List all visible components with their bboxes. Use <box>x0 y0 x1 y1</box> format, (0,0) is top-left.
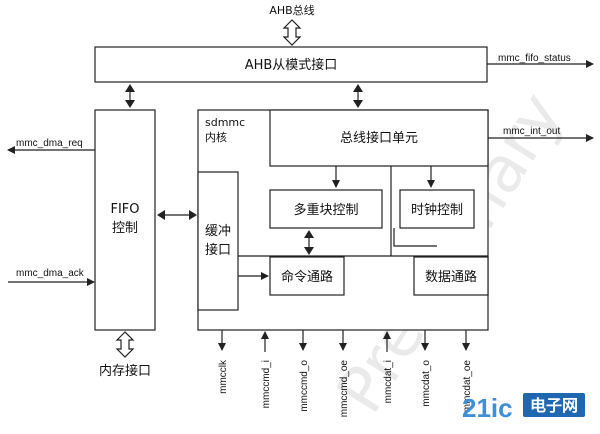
signal-label-mmccmd_oe: mmccmd_oe <box>339 360 350 418</box>
fifo-status-signal: mmc_fifo_status <box>498 53 571 64</box>
int-out-signal: mmc_int_out <box>503 126 560 137</box>
core-kernel-label: 内核 <box>205 130 227 144</box>
signal-label-mmccmd_i: mmccmd_i <box>261 360 272 408</box>
bus-interface-unit-label: 总线接口单元 <box>340 130 418 146</box>
signal-label-mmccmd_o: mmccmd_o <box>299 360 310 412</box>
core-name-label: sdmmc <box>205 116 245 129</box>
signal-label-mmcdat_oe: mmcdat_oe <box>462 360 473 413</box>
buffer-interface-label: 接口 <box>205 242 231 258</box>
memory-interface-label: 内存接口 <box>99 363 151 379</box>
fifo-control-box <box>94 109 156 331</box>
signal-label-mmcdat_o: mmcdat_o <box>421 360 432 407</box>
signal-label-mmcdat_i: mmcdat_i <box>383 360 394 403</box>
signal-label-mmcclk: mmcclk <box>218 359 229 394</box>
ahb-bus-label: AHB总线 <box>269 3 314 17</box>
fifo-label: FIFO <box>110 202 139 217</box>
ahb-slave-interface-label: AHB从模式接口 <box>245 57 338 73</box>
memory-interface-double-arrow <box>115 331 135 358</box>
multi-block-control-box <box>269 189 383 229</box>
data-path-box <box>413 256 489 296</box>
dma-ack-signal: mmc_dma_ack <box>16 268 85 279</box>
dma-req-signal: mmc_dma_req <box>16 138 83 149</box>
clock-to-datapath-line <box>393 228 437 247</box>
clock-control-box <box>399 189 475 229</box>
buffer-interface-box <box>197 171 239 311</box>
buffer-label: 缓冲 <box>205 224 231 239</box>
multi-block-control-label: 多重块控制 <box>293 202 358 218</box>
command-path-label: 命令通路 <box>281 269 333 285</box>
fifo-control-label: 控制 <box>112 221 138 236</box>
logo-21ic: 21ic 电子网 <box>462 393 585 423</box>
ahb-slave-interface-box <box>94 46 488 83</box>
ahb-bus-double-arrow <box>282 19 302 46</box>
data-path-label: 数据通路 <box>425 269 477 285</box>
command-path-box <box>269 256 345 296</box>
bus-interface-unit-box <box>269 109 489 167</box>
clock-control-label: 时钟控制 <box>411 202 463 218</box>
logo-small-text: 电子网 <box>530 396 578 415</box>
logo-21ic-text: 21ic <box>462 393 513 423</box>
bottom-signals: mmcclk mmccmd_i mmccmd_o mmccmd_oe mmcdat_i m… <box>218 330 473 417</box>
